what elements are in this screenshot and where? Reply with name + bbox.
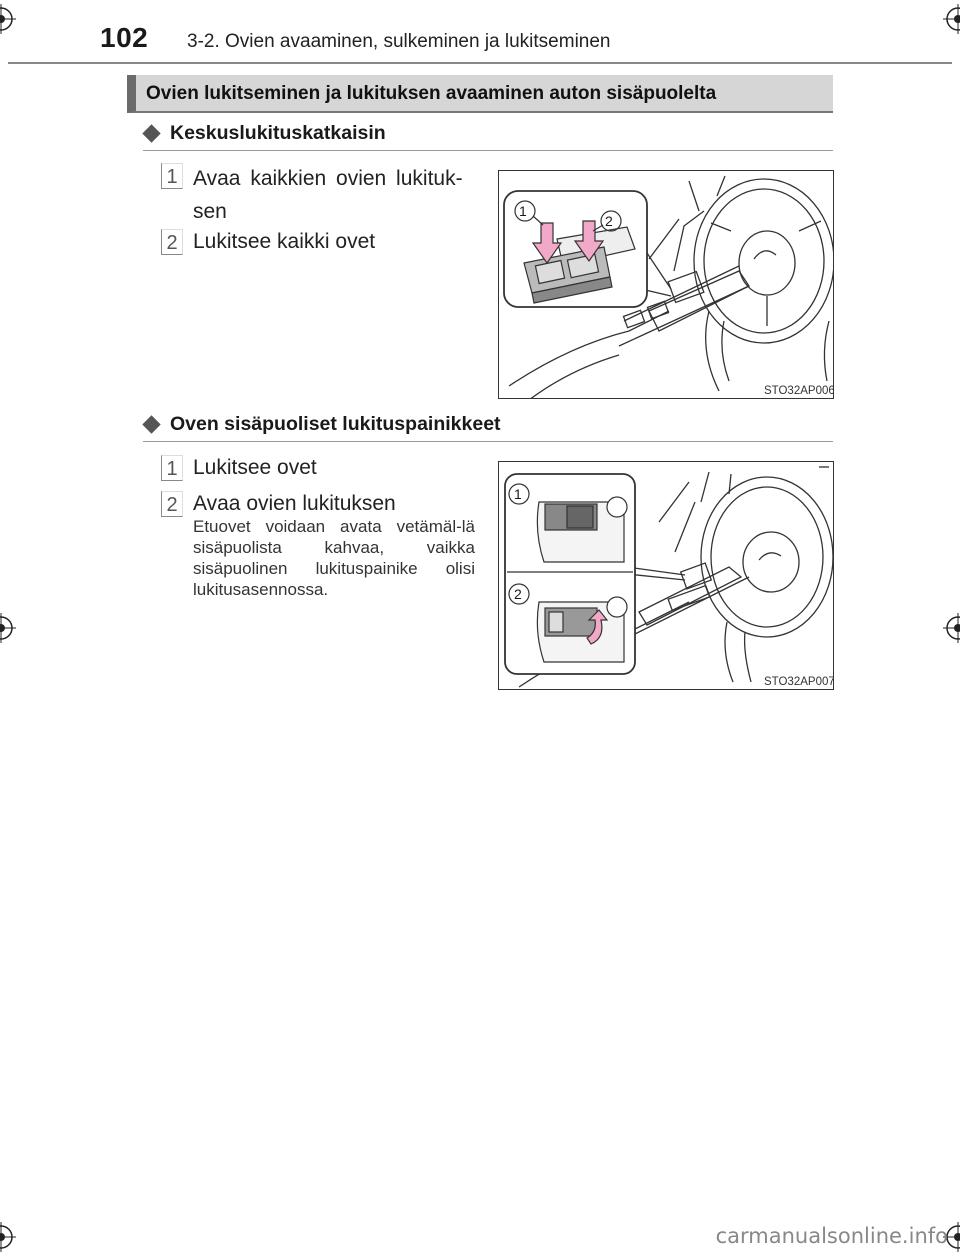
step-number-badge: 1 <box>161 455 183 481</box>
chapter-title: 3-2. Ovien avaaminen, sulkeminen ja luki… <box>187 31 611 52</box>
registration-mark-mid-left <box>0 613 16 643</box>
figure-code: STO32AP007 <box>764 676 834 688</box>
registration-mark-top-right <box>943 4 960 34</box>
step-text: Avaa ovien lukituksen <box>193 492 396 515</box>
step-number-badge: 1 <box>161 163 183 189</box>
callout-number: 2 <box>605 213 613 229</box>
header-divider <box>8 62 952 64</box>
subsection-divider <box>143 150 833 151</box>
watermark: carmanualsonline.info <box>715 1224 948 1248</box>
registration-mark-bottom-left <box>0 1222 16 1252</box>
illustration-door-lock-buttons: STO32AP007 1 2 <box>498 461 834 690</box>
illustration-central-lock-switch: STO32AP006 1 2 <box>498 170 834 399</box>
door-lock-illustration <box>504 466 833 688</box>
step-text: Lukitsee kaikki ovet <box>193 230 376 253</box>
door-panel-illustration <box>503 175 833 398</box>
registration-mark-top-left <box>0 4 16 34</box>
registration-mark-bottom-right <box>943 1222 960 1252</box>
step-number-badge: 2 <box>161 491 183 517</box>
subsection-heading-door-lock-buttons: Oven sisäpuoliset lukituspainikkeet <box>142 413 501 436</box>
step-number-badge: 2 <box>161 229 183 255</box>
callout-number: 1 <box>514 486 522 502</box>
page-number: 102 <box>100 22 149 53</box>
subsection-divider <box>143 441 833 442</box>
note-paragraph: Etuovet voidaan avata vetämäl-lä sisäpuo… <box>193 517 475 599</box>
step-text: Avaa kaikkien ovien lukituk- sen <box>193 162 478 228</box>
figure-code: STO32AP006 <box>764 385 834 397</box>
subsection-heading-central-lock: Keskuslukituskatkaisin <box>142 122 386 145</box>
diamond-bullet-icon <box>142 415 161 434</box>
callout-number: 1 <box>519 203 527 219</box>
subsection-title: Oven sisäpuoliset lukituspainikkeet <box>170 413 501 435</box>
step-text-line: Avaa kaikkien ovien lukituk- <box>193 167 463 190</box>
registration-mark-mid-right <box>943 613 960 643</box>
section-banner-title: Ovien lukitseminen ja lukituksen avaamin… <box>146 83 717 104</box>
subsection-title: Keskuslukituskatkaisin <box>170 122 386 144</box>
diamond-bullet-icon <box>142 124 161 143</box>
section-banner: Ovien lukitseminen ja lukituksen avaamin… <box>127 75 833 113</box>
step-text-line: sen <box>193 200 227 223</box>
callout-number: 2 <box>514 586 522 602</box>
step-text: Lukitsee ovet <box>193 456 317 479</box>
